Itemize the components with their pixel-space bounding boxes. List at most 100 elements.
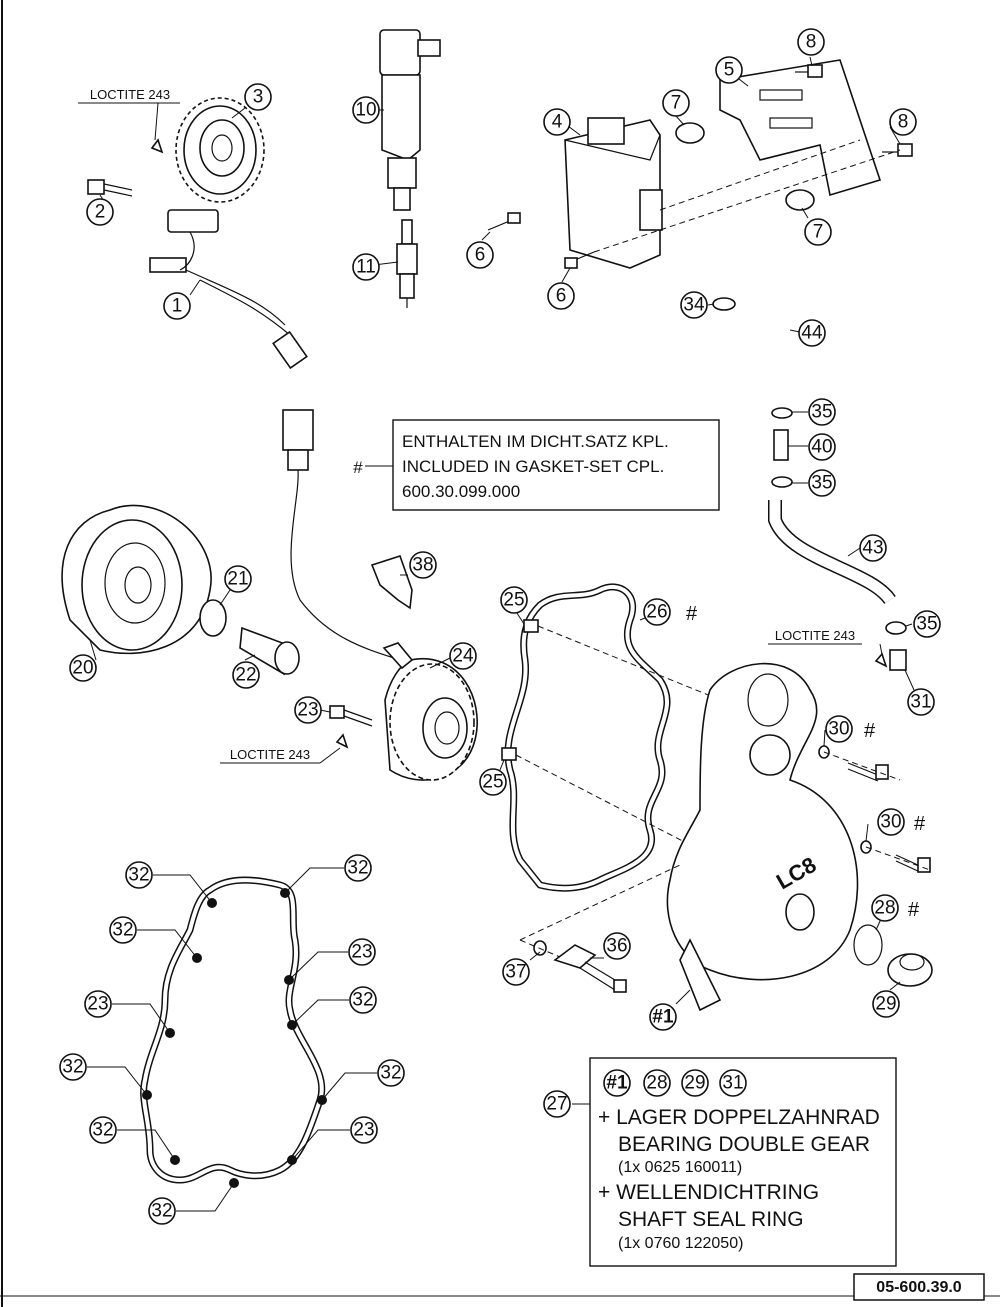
- callout-20: 20: [69, 654, 97, 682]
- callout-34: 34: [680, 291, 708, 319]
- svg-text:6: 6: [556, 286, 567, 307]
- svg-text:#1: #1: [606, 1073, 628, 1094]
- callout-21: 21: [224, 565, 252, 593]
- loctite-drop-icon: [874, 652, 888, 668]
- kit-line-2: BEARING DOUBLE GEAR: [618, 1133, 870, 1156]
- loctite-drop-icon: [335, 733, 349, 749]
- grommet-7a-part: [675, 122, 705, 144]
- kit-box: [589, 1057, 897, 1267]
- callout-hash1: #1: [649, 1003, 677, 1031]
- callout-28: 28: [871, 894, 899, 922]
- kit-ref-callout: #1: [603, 1069, 631, 1097]
- kit-line-5: SHAFT SEAL RING: [618, 1208, 804, 1231]
- hash-26: #: [686, 603, 698, 625]
- svg-text:4: 4: [552, 112, 563, 133]
- callout-32-g: 32: [89, 1116, 117, 1144]
- callout-23: 23: [294, 696, 322, 724]
- callout-1: 1: [163, 292, 191, 320]
- callout-22: 22: [232, 661, 260, 689]
- svg-text:23: 23: [87, 994, 108, 1015]
- callout-7a: 7: [662, 89, 690, 117]
- screw-23-part: [329, 705, 373, 727]
- svg-text:32: 32: [92, 1120, 113, 1141]
- callout-7b: 7: [804, 218, 832, 246]
- cdi-module-part: [564, 117, 663, 269]
- kit-line-3: (1x 0625 160011): [618, 1159, 742, 1176]
- svg-text:37: 37: [505, 962, 526, 983]
- callout-32-h: 32: [148, 1197, 176, 1225]
- callout-5: 5: [715, 56, 743, 84]
- svg-text:29: 29: [875, 994, 896, 1015]
- svg-text:32: 32: [62, 1057, 83, 1078]
- dowel-25a-part: [523, 619, 539, 633]
- svg-text:27: 27: [546, 1094, 567, 1115]
- stator-part: [382, 642, 478, 781]
- gasket-note-line-2: INCLUDED IN GASKET-SET CPL.: [402, 457, 664, 476]
- svg-text:28: 28: [646, 1073, 667, 1094]
- clip-36-part: [553, 944, 627, 993]
- drawing-number: 05-600.39.0: [876, 1279, 962, 1296]
- callout-6a: 6: [466, 241, 494, 269]
- svg-text:8: 8: [806, 32, 817, 53]
- svg-text:24: 24: [452, 646, 474, 667]
- svg-text:35: 35: [916, 614, 937, 635]
- drawing-number-box: [853, 1273, 985, 1301]
- alignment-line: [593, 149, 901, 253]
- callout-44: 44: [798, 319, 826, 347]
- svg-text:35: 35: [811, 473, 832, 494]
- callout-32-a: 32: [125, 861, 153, 889]
- callout-40: 40: [808, 433, 836, 461]
- screw-2-part: [87, 179, 133, 197]
- svg-text:31: 31: [910, 692, 931, 713]
- pickup-sensor-part: [149, 209, 308, 370]
- clip-38-part: [370, 555, 413, 610]
- svg-text:10: 10: [355, 100, 376, 121]
- callout-24: 24: [449, 642, 477, 670]
- callout-4: 4: [543, 108, 571, 136]
- callout-32-e: 32: [59, 1053, 87, 1081]
- svg-text:3: 3: [253, 87, 264, 108]
- svg-text:43: 43: [862, 538, 883, 559]
- svg-text:#1: #1: [652, 1007, 674, 1028]
- bracket-part: [719, 59, 882, 197]
- callout-8b: 8: [889, 108, 917, 136]
- svg-text:25: 25: [503, 590, 524, 611]
- callout-32-f: 32: [377, 1059, 405, 1087]
- svg-text:11: 11: [356, 257, 376, 278]
- callout-8a: 8: [797, 28, 825, 56]
- gasket-note-marker: #: [353, 458, 363, 477]
- callout-25b: 25: [479, 768, 507, 796]
- screw-6-parts: [487, 212, 595, 269]
- callout-11: 11: [352, 253, 380, 281]
- kit-line-4: + WELLENDICHTRING: [598, 1181, 819, 1204]
- kit-ref-callout: 31: [719, 1069, 747, 1097]
- svg-text:23: 23: [297, 700, 318, 721]
- svg-text:21: 21: [227, 569, 248, 590]
- svg-text:31: 31: [722, 1073, 743, 1094]
- kit-ref-callout: 28: [643, 1069, 671, 1097]
- callout-35a: 35: [808, 398, 836, 426]
- svg-text:40: 40: [811, 437, 832, 458]
- gasket-note-box: [392, 419, 720, 511]
- plug-29-part: [887, 953, 933, 987]
- flywheel-part: [61, 504, 212, 655]
- o-ring-28-part: [853, 924, 883, 966]
- callout-37: 37: [502, 958, 530, 986]
- svg-text:44: 44: [801, 323, 823, 344]
- svg-text:2: 2: [95, 202, 106, 223]
- gasket-note-line-3: 600.30.099.000: [402, 482, 520, 501]
- callout-2: 2: [86, 198, 114, 226]
- svg-text:32: 32: [347, 858, 368, 879]
- callout-32-b: 32: [344, 854, 372, 882]
- svg-text:7: 7: [671, 93, 682, 114]
- callout-30a: 30: [825, 715, 853, 743]
- svg-text:36: 36: [606, 936, 627, 957]
- callout-23-c: 23: [350, 1116, 378, 1144]
- svg-text:20: 20: [72, 658, 93, 679]
- svg-text:5: 5: [724, 60, 735, 81]
- loctite-label-1: LOCTITE 243: [90, 87, 170, 102]
- callout-38: 38: [409, 551, 437, 579]
- nut-22-part: [239, 626, 300, 676]
- svg-text:7: 7: [813, 222, 824, 243]
